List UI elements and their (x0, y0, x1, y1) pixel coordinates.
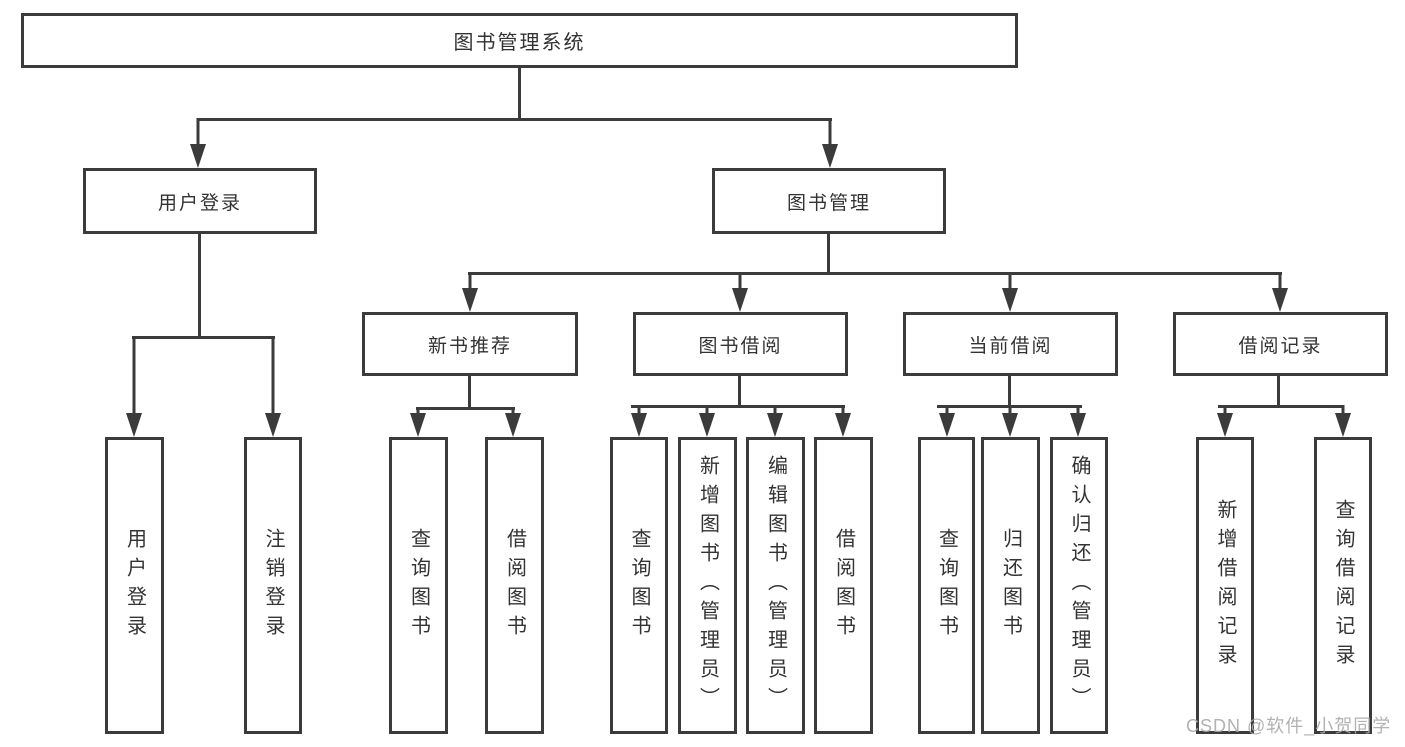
arrow-down (1334, 405, 1352, 437)
leaf-user-login: 用户登录 (105, 437, 164, 734)
connector-book-borrow-rail (631, 405, 845, 408)
arrow-down (630, 405, 648, 437)
leaf-add-books-admin: 新增图书（管理员） (678, 437, 737, 734)
leaf-borrow-books-2: 借阅图书 (814, 437, 873, 734)
leaf-query-books-1: 查询图书 (389, 437, 448, 734)
connector-current-borrow-stem (1008, 375, 1011, 408)
node-user-login: 用户登录 (83, 168, 317, 234)
arrow-down (938, 405, 956, 437)
leaf-query-borrow-record: 查询借阅记录 (1314, 437, 1372, 734)
arrow-down (698, 405, 716, 437)
connector-user-login-rail (132, 336, 275, 339)
connector-book-borrow-stem (738, 375, 741, 408)
leaf-query-books-3: 查询图书 (918, 437, 975, 734)
leaf-query-books-2: 查询图书 (610, 437, 668, 734)
arrow-down (1271, 272, 1289, 312)
node-borrow-record: 借阅记录 (1173, 312, 1388, 376)
arrow-down (834, 405, 852, 437)
arrow-down (766, 405, 784, 437)
connector-new-book-stem (468, 375, 471, 410)
leaf-confirm-return-admin: 确认归还（管理员） (1050, 437, 1108, 734)
connector-user-login-stem (198, 232, 201, 337)
arrow-down (821, 118, 839, 168)
node-current-borrow: 当前借阅 (903, 312, 1118, 376)
arrow-down (1069, 405, 1087, 437)
connector-root-stem (518, 67, 521, 118)
connector-borrow-record-rail (1218, 405, 1344, 408)
node-book-borrow: 图书借阅 (633, 312, 848, 376)
leaf-return-books: 归还图书 (981, 437, 1040, 734)
connector-root-rail (197, 118, 832, 121)
node-root: 图书管理系统 (21, 13, 1018, 68)
connector-borrow-record-stem (1277, 375, 1280, 408)
arrow-down (461, 272, 479, 312)
node-new-book-rec: 新书推荐 (362, 312, 578, 376)
arrow-down (1216, 405, 1234, 437)
connector-book-mgmt-rail (468, 272, 1282, 275)
arrow-down (504, 407, 522, 437)
leaf-logout: 注销登录 (244, 437, 302, 734)
connector-new-book-rail (416, 407, 515, 410)
arrow-down (409, 407, 427, 437)
connector-book-mgmt-stem (827, 233, 830, 273)
arrow-down (1001, 272, 1019, 312)
node-book-mgmt: 图书管理 (712, 168, 946, 234)
arrow-down (731, 272, 749, 312)
arrow-down (1001, 405, 1019, 437)
watermark: CSDN @软件_小贺同学 (1186, 716, 1392, 736)
arrow-down (264, 336, 282, 437)
arrow-down (189, 118, 207, 168)
leaf-edit-books-admin: 编辑图书（管理员） (746, 437, 805, 734)
leaf-borrow-books-1: 借阅图书 (485, 437, 544, 734)
arrow-down (125, 336, 143, 437)
leaf-add-borrow-record: 新增借阅记录 (1196, 437, 1254, 734)
